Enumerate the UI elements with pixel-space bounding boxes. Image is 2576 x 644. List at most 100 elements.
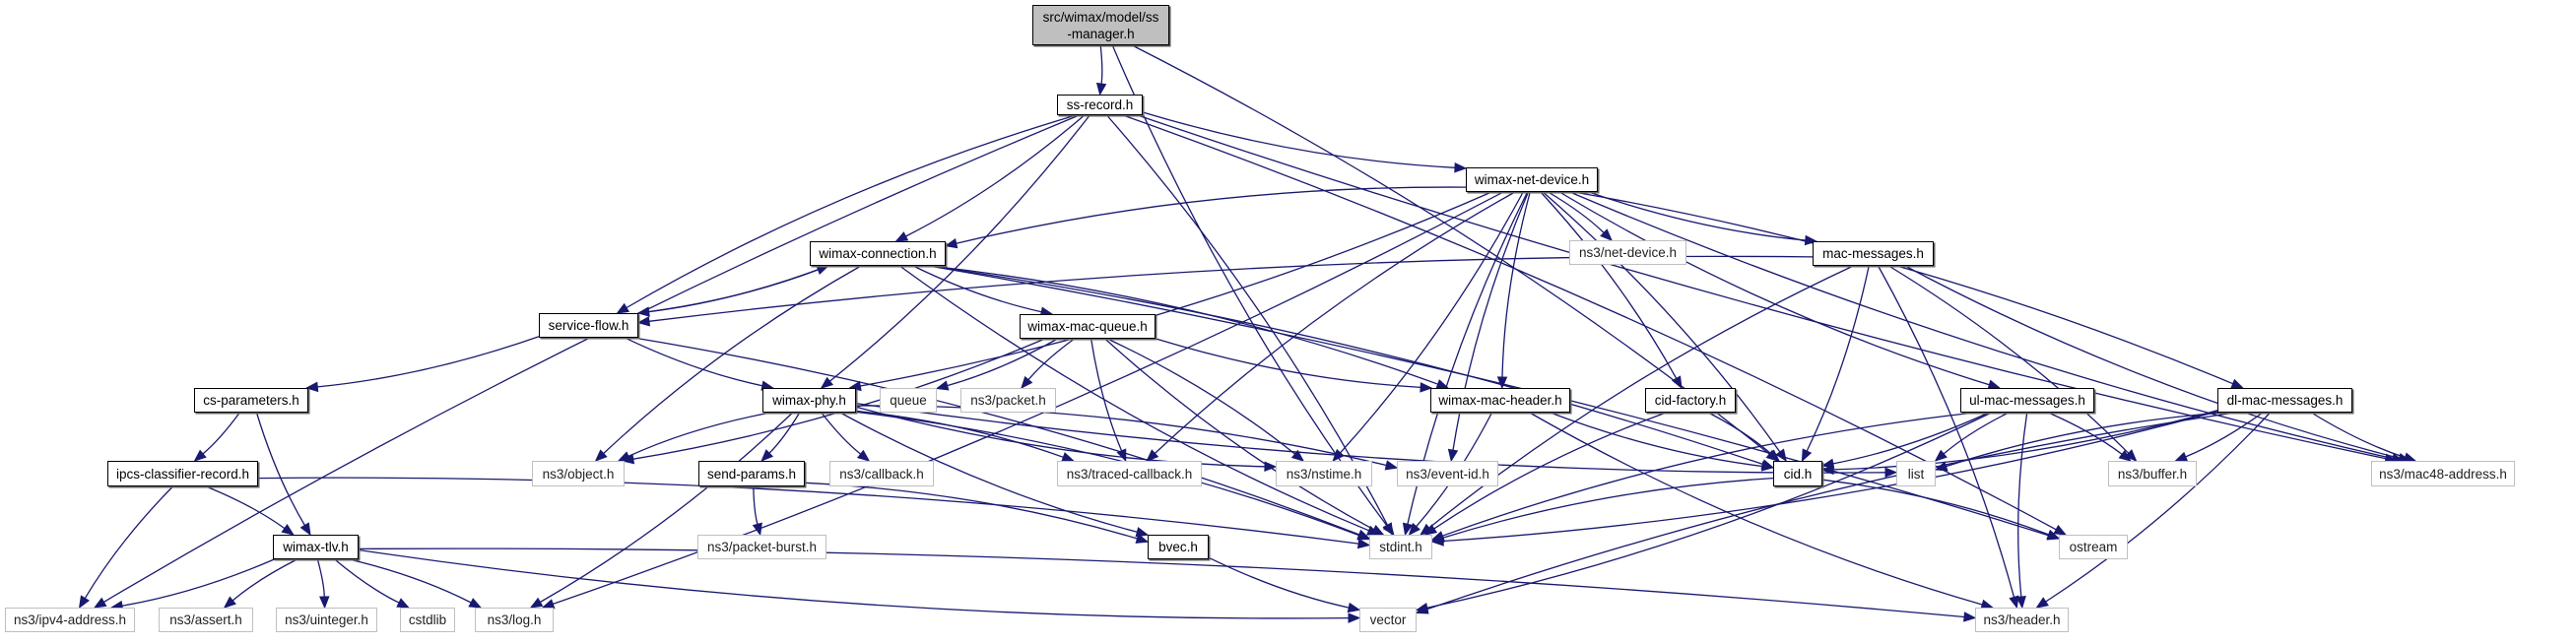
- arrowhead-icon: [1671, 375, 1683, 390]
- node-ns3-callback[interactable]: ns3/callback.h: [829, 461, 934, 486]
- node-mac-messages[interactable]: mac-messages.h: [1813, 241, 1934, 266]
- node-label: vector: [1369, 612, 1407, 627]
- edge-cid-to-ostream: [1821, 479, 2049, 536]
- node-wimax-phy[interactable]: wimax-phy.h: [762, 388, 856, 413]
- node-cs-parameters[interactable]: cs-parameters.h: [194, 388, 308, 413]
- node-ipcs-classifier-record[interactable]: ipcs-classifier-record.h: [107, 461, 258, 486]
- node-ns3-log[interactable]: ns3/log.h: [475, 608, 554, 632]
- node-label: cid.h: [1783, 466, 1813, 482]
- node-ul-mac-messages[interactable]: ul-mac-messages.h: [1960, 388, 2094, 413]
- node-label: ns3/event-id.h: [1406, 466, 1489, 482]
- node-ns3-ipv4-address[interactable]: ns3/ipv4-address.h: [5, 608, 135, 632]
- arrowhead-icon: [1348, 612, 1361, 623]
- node-ns3-packet-burst[interactable]: ns3/packet-burst.h: [697, 535, 826, 559]
- node-send-params[interactable]: send-params.h: [698, 461, 805, 486]
- arrowhead-icon: [2046, 529, 2061, 540]
- arrowhead-icon: [820, 376, 834, 389]
- arrowhead-icon: [616, 302, 630, 314]
- edge-wimax-mac-queue-to-stdint: [1104, 338, 1374, 531]
- node-label: ipcs-classifier-record.h: [115, 466, 250, 482]
- node-label: ss-record.h: [1066, 97, 1134, 112]
- node-ostream[interactable]: ostream: [2059, 535, 2128, 559]
- node-cid[interactable]: cid.h: [1773, 461, 1822, 486]
- edge-wimax-mac-queue-to-wimax-mac-header: [1155, 338, 1421, 389]
- node-ns3-packet[interactable]: ns3/packet.h: [960, 388, 1056, 413]
- arrowhead-icon: [935, 380, 950, 391]
- node-wimax-tlv[interactable]: wimax-tlv.h: [273, 535, 359, 559]
- node-label: src/wimax/model/ss-manager.h: [1042, 9, 1159, 41]
- node-label: cs-parameters.h: [203, 393, 299, 408]
- node-wimax-net-device[interactable]: wimax-net-device.h: [1466, 167, 1598, 192]
- node-label: wimax-mac-queue.h: [1027, 319, 1148, 334]
- edge-bvec-to-vector: [1208, 556, 1350, 609]
- node-ss-record[interactable]: ss-record.h: [1057, 95, 1143, 115]
- arrowhead-icon: [468, 598, 483, 609]
- node-cstdlib[interactable]: cstdlib: [400, 608, 455, 632]
- node-label: ns3/buffer.h: [2117, 466, 2188, 482]
- edge-ipcs-classifier-record-to-stdint: [257, 477, 1359, 545]
- arrowhead-icon: [529, 597, 544, 609]
- node-dl-mac-messages[interactable]: dl-mac-messages.h: [2217, 388, 2352, 413]
- node-ns3-uinteger[interactable]: ns3/uinteger.h: [276, 608, 377, 632]
- arrowhead-icon: [1415, 604, 1429, 614]
- node-root[interactable]: src/wimax/model/ss-manager.h: [1032, 5, 1169, 45]
- node-vector[interactable]: vector: [1359, 608, 1417, 632]
- node-list[interactable]: list: [1896, 461, 1936, 486]
- edge-wimax-mac-queue-to-ns3-traced-callback: [1090, 338, 1123, 452]
- node-wimax-connection[interactable]: wimax-connection.h: [810, 241, 946, 266]
- node-bvec[interactable]: bvec.h: [1148, 535, 1209, 559]
- arrowhead-icon: [2124, 449, 2138, 462]
- edge-wimax-net-device-to-ns3-log: [553, 191, 1504, 606]
- edge-wimax-mac-header-to-cid: [1550, 412, 1763, 468]
- edge-dl-mac-messages-to-vector: [1426, 412, 2235, 611]
- node-service-flow[interactable]: service-flow.h: [539, 313, 638, 338]
- edge-ipcs-classifier-record-to-ns3-ipv4-address: [84, 485, 173, 599]
- node-ns3-header[interactable]: ns3/header.h: [1975, 608, 2069, 632]
- arrowhead-icon: [1370, 524, 1385, 536]
- arrowhead-icon: [2035, 597, 2049, 609]
- arrowhead-icon: [2118, 449, 2132, 462]
- node-stdint[interactable]: stdint.h: [1369, 535, 1432, 559]
- node-label: wimax-connection.h: [819, 246, 937, 261]
- arrowhead-icon: [1766, 449, 1780, 462]
- edge-wimax-tlv-to-ns3-log: [349, 558, 472, 604]
- node-ns3-assert[interactable]: ns3/assert.h: [159, 608, 253, 632]
- arrowhead-icon: [1801, 448, 1813, 463]
- arrowhead-icon: [1382, 522, 1394, 537]
- node-ns3-event-id[interactable]: ns3/event-id.h: [1397, 461, 1498, 486]
- edge-ss-record-to-ns3-mac48-address: [1137, 114, 2387, 460]
- edge-service-flow-to-wimax-connection: [637, 269, 819, 314]
- node-ns3-nstime[interactable]: ns3/nstime.h: [1276, 461, 1372, 486]
- edge-wimax-tlv-to-ns3-uinteger: [316, 558, 325, 598]
- node-ns3-object[interactable]: ns3/object.h: [532, 461, 625, 486]
- node-ns3-net-device[interactable]: ns3/net-device.h: [1569, 240, 1686, 265]
- edge-ul-mac-messages-to-ns3-header: [2017, 412, 2028, 598]
- node-cid-factory[interactable]: cid-factory.h: [1645, 388, 1736, 413]
- node-label: ns3/uinteger.h: [285, 612, 368, 627]
- arrowhead-icon: [2174, 451, 2189, 462]
- arrowhead-icon: [1356, 538, 1371, 549]
- node-label: wimax-tlv.h: [283, 540, 349, 554]
- arrowhead-icon: [1095, 82, 1107, 97]
- arrowhead-icon: [1820, 464, 1834, 476]
- node-wimax-mac-queue[interactable]: wimax-mac-queue.h: [1020, 314, 1156, 339]
- node-ns3-buffer[interactable]: ns3/buffer.h: [2108, 461, 2197, 486]
- arrowhead-icon: [1402, 522, 1414, 537]
- arrowhead-icon: [223, 596, 236, 609]
- node-label: ns3/ipv4-address.h: [13, 612, 127, 627]
- arrowhead-icon: [1420, 382, 1433, 393]
- arrowhead-icon: [1454, 162, 1468, 173]
- arrowhead-icon: [1384, 460, 1399, 471]
- node-queue[interactable]: queue: [880, 388, 937, 413]
- edge-mac-messages-to-ns3-buffer: [1888, 265, 2130, 454]
- node-label: bvec.h: [1158, 540, 1198, 554]
- arrowhead-icon: [1356, 530, 1371, 541]
- node-ns3-mac48-address[interactable]: ns3/mac48-address.h: [2371, 461, 2515, 486]
- node-wimax-mac-header[interactable]: wimax-mac-header.h: [1430, 388, 1570, 413]
- node-label: mac-messages.h: [1822, 246, 1924, 261]
- edge-wimax-net-device-to-wimax-mac-header: [1501, 191, 1531, 378]
- node-ns3-traced-callback[interactable]: ns3/traced-callback.h: [1057, 461, 1202, 486]
- edge-ss-record-to-wimax-net-device: [1142, 111, 1456, 168]
